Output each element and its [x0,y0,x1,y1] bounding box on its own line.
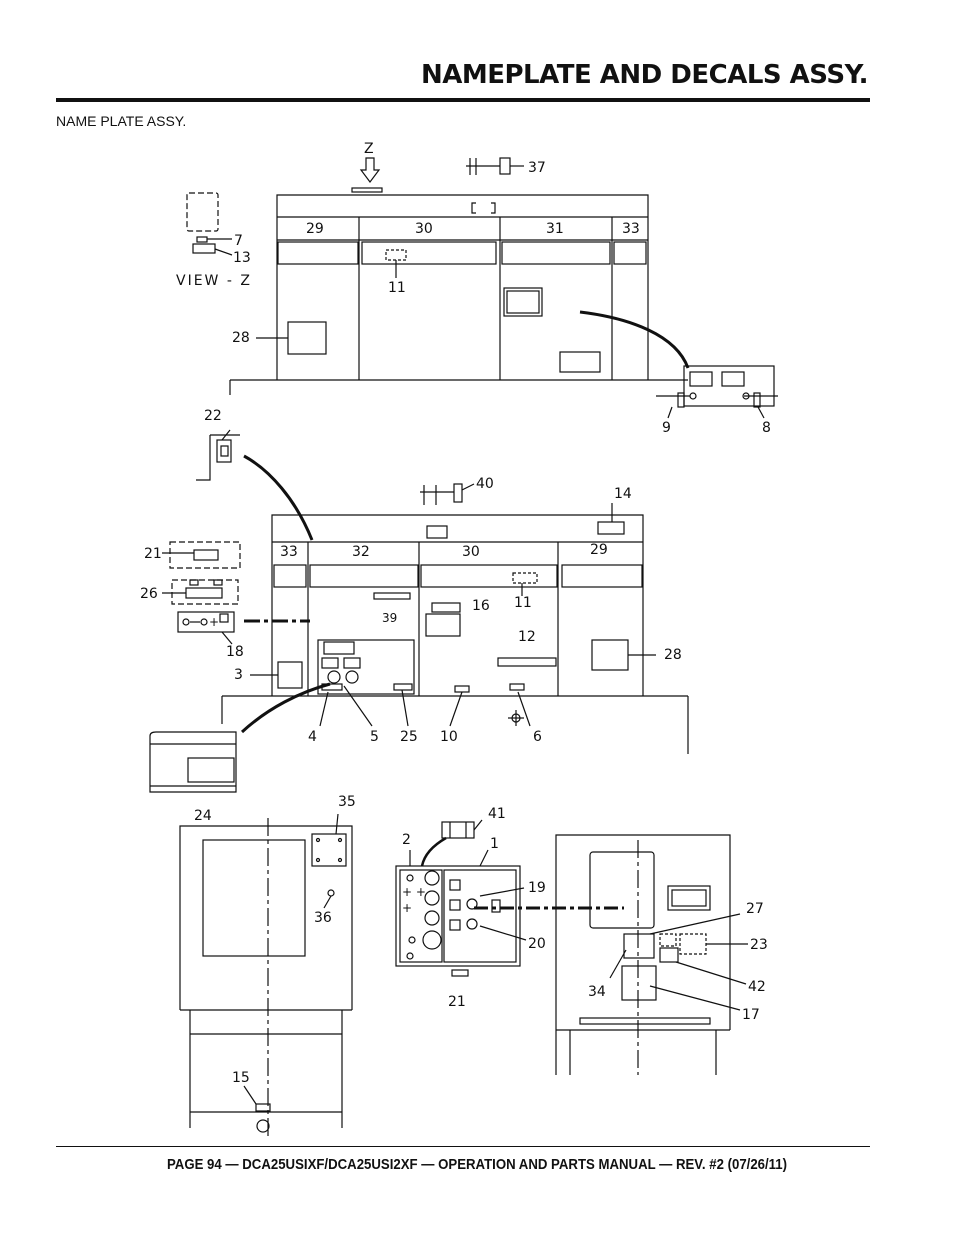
view-z-label: VIEW - Z [176,273,252,289]
callout-21-bottom: 21 [448,994,466,1010]
callout-40: 40 [476,476,494,492]
left-decals: + [162,541,241,645]
callout-29-mid: 29 [590,542,608,558]
callout-21-left: 21 [144,546,162,562]
view-z-inset: VIEW - Z [176,192,252,289]
svg-text:+: + [209,615,219,629]
callout-30-mid: 30 [462,544,480,560]
page-title: NAMEPLATE AND DECALS ASSY. [420,60,869,90]
control-box: + + + [395,819,527,977]
view-letter: Z [364,141,374,157]
callout-13: 13 [233,250,251,266]
callout-23: 23 [750,937,768,953]
callout-31: 31 [546,221,564,237]
callout-32: 32 [352,544,370,560]
callout-29-top: 29 [306,221,324,237]
callout-9: 9 [662,420,671,436]
callout-5: 5 [370,729,379,745]
view-arrow-icon [359,157,381,183]
callout-36: 36 [314,910,332,926]
rear-view [474,834,748,1075]
callout-28-top: 28 [232,330,250,346]
callout-11-top: 11 [388,280,406,296]
callout-14: 14 [614,486,632,502]
callout-33-mid: 33 [280,544,298,560]
callout-10: 10 [440,729,458,745]
callout-15: 15 [232,1070,250,1086]
callout-30-top: 30 [415,221,433,237]
callout-24: 24 [194,808,212,824]
callout-6: 6 [533,729,542,745]
callout-35: 35 [338,794,356,810]
svg-text:+ +: + + [402,885,426,899]
callout-42: 42 [748,979,766,995]
callout-34: 34 [588,984,606,1000]
callout-20: 20 [528,936,546,952]
callout-2: 2 [402,832,411,848]
callout-12: 12 [518,629,536,645]
callout-25: 25 [400,729,418,745]
callout-18: 18 [226,644,244,660]
callout-22: 22 [204,408,222,424]
callout-1: 1 [490,836,499,852]
box-24 [149,731,237,793]
callout-17: 17 [742,1007,760,1023]
callout-41: 41 [488,806,506,822]
callout-3: 3 [234,667,243,683]
page-footer: PAGE 94 — DCA25USIXF/DCA25USI2XF — OPERA… [166,1156,788,1173]
top-assembly: Z [229,141,778,419]
svg-text:+: + [402,901,412,915]
callout-27: 27 [746,901,764,917]
callout-39: 39 [382,611,397,625]
callout-37: 37 [528,160,546,176]
callout-4: 4 [308,729,317,745]
callout-19: 19 [528,880,546,896]
bracket-22 [196,429,314,541]
callout-16: 16 [472,598,490,614]
callout-28-mid: 28 [664,647,682,663]
callout-33-top: 33 [622,221,640,237]
middle-assembly [221,483,689,754]
section-label: NAME PLATE ASSY. [56,113,187,129]
side-view [179,813,353,1138]
callout-8: 8 [762,420,771,436]
title-rule [56,98,870,102]
callout-7: 7 [234,233,243,249]
callouts: 37 7 13 29 30 31 33 11 28 9 8 22 40 14 3… [140,160,771,1086]
callout-26: 26 [140,586,158,602]
callout-11-mid: 11 [514,595,532,611]
footer-rule [56,1146,870,1147]
